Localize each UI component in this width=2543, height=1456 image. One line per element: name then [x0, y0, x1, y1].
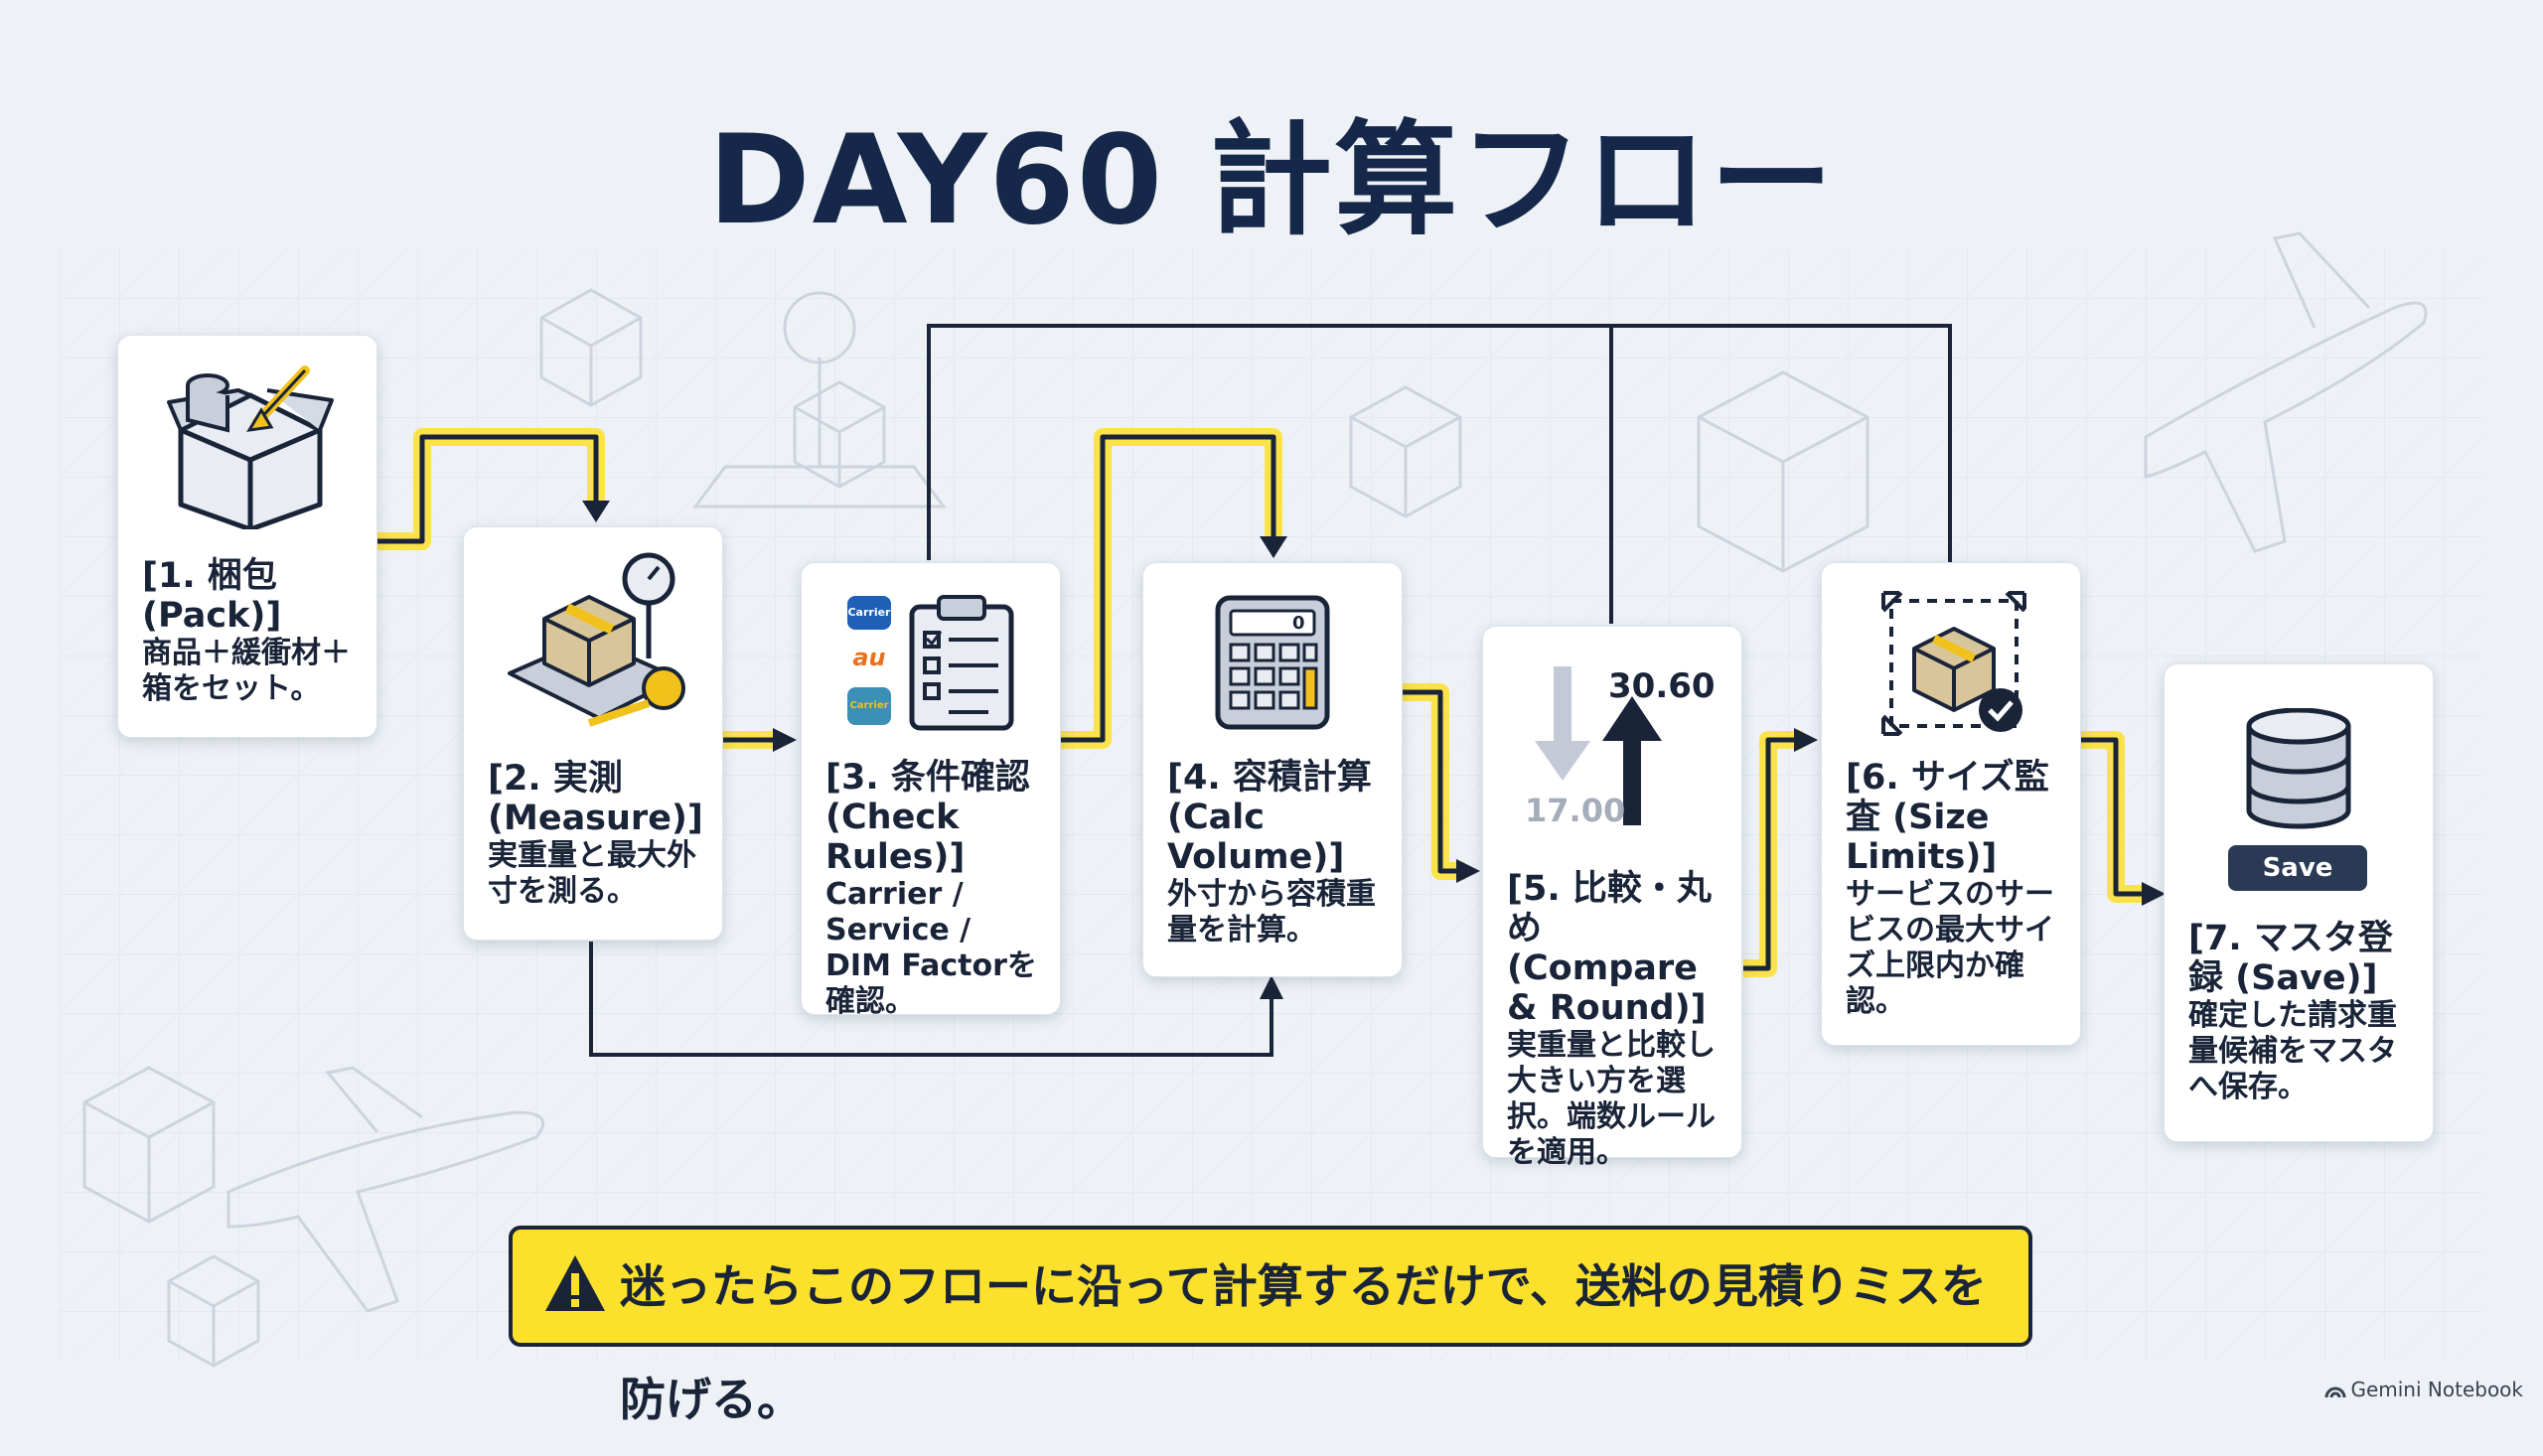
step-desc: サービスのサービスの最大サイズ上限内か確認。 [1846, 877, 2054, 1019]
bg-box-icon [82, 1066, 216, 1224]
step-card-check-rules: Carrier au Carrier [3. 条件確認 (Check Rules… [801, 562, 1061, 1019]
step-card-pack: [1. 梱包 (Pack)] 商品＋緩衝材＋箱をセット。 [117, 335, 377, 738]
bg-airplane-icon [226, 1066, 545, 1313]
bg-box-icon [793, 380, 886, 489]
step-card-compare-round: 30.60 17.00 [5. 比較・丸め (Compare & Round)]… [1482, 626, 1742, 1170]
box-size-check-icon [1881, 591, 2026, 736]
box-packing-icon [167, 365, 334, 529]
banner-text: 迷ったらこのフローに沿って計算するだけで、送料の見積りミスを防げる。 [620, 1259, 1987, 1426]
step-heading: [7. マスタ登録 (Save)] [2188, 919, 2393, 998]
step-desc: 確定した請求重量候補をマスタへ保存。 [2188, 998, 2397, 1104]
step-heading: [2. 実測 (Measure)] [488, 759, 703, 838]
warning-icon [545, 1255, 605, 1311]
watermark: Gemini Notebook [2324, 1378, 2523, 1401]
step-heading: [3. 条件確認 (Check Rules)] [825, 758, 1030, 877]
calculator-icon [1215, 595, 1330, 730]
scale-tape-measure-icon [508, 552, 685, 727]
step-desc: 商品＋緩衝材＋箱をセット。 [142, 636, 351, 706]
step-desc: 外寸から容積重量を計算。 [1167, 877, 1376, 947]
step-card-measure: [2. 実測 (Measure)] 実重量と最大外寸を測る。 [463, 526, 723, 941]
carrier-logo-2: au [852, 644, 886, 671]
compare-arrows-icon [1535, 666, 1662, 825]
calculator-display: 0 [1292, 613, 1305, 634]
bg-box-icon [167, 1254, 260, 1368]
database-icon [2246, 708, 2351, 829]
step-card-size-limits: [6. サイズ監査 (Size Limits)] サービスのサービスの最大サイズ… [1821, 562, 2081, 1046]
step-heading: [1. 梱包 (Pack)] [142, 556, 282, 636]
tip-banner: 迷ったらこのフローに沿って計算するだけで、送料の見積りミスを防げる。 [509, 1226, 2032, 1426]
carrier-logo-1: Carrier [847, 596, 891, 630]
gemini-logo-icon [2324, 1386, 2346, 1398]
bg-scale-icon [692, 291, 947, 509]
step-card-save: Save [7. マスタ登録 (Save)] 確定した請求重量候補をマスタへ保存… [2164, 663, 2434, 1142]
step-heading: [4. 容積計算 (Calc Volume)] [1167, 758, 1372, 877]
bg-box-icon [1349, 385, 1462, 518]
bg-box-icon [1697, 370, 1870, 573]
compare-high-value: 30.60 [1608, 666, 1716, 706]
clipboard-checklist-icon [909, 595, 1014, 731]
step-desc: 実重量と比較し大きい方を選択。端数ルールを適用。 [1507, 1028, 1716, 1170]
step-desc: Carrier / Service / DIM Factorを確認。 [825, 877, 1037, 1019]
watermark-text: Gemini Notebook [2350, 1378, 2523, 1401]
step-card-calc-volume: 0 [4. 容積計算 (Calc Volume)] 外寸から容積重量を計算。 [1142, 562, 1403, 977]
bg-airplane-icon [2144, 231, 2428, 553]
page-title: DAY60 計算フロー [707, 109, 1836, 252]
step-heading: [5. 比較・丸め (Compare & Round)] [1507, 869, 1712, 1028]
compare-low-value: 17.00 [1525, 792, 1626, 829]
save-button[interactable]: Save [2228, 845, 2367, 891]
step-heading: [6. サイズ監査 (Size Limits)] [1846, 758, 2049, 877]
carrier-logo-3: Carrier [847, 687, 891, 725]
step-desc: 実重量と最大外寸を測る。 [488, 838, 696, 909]
bg-box-icon [539, 288, 643, 407]
